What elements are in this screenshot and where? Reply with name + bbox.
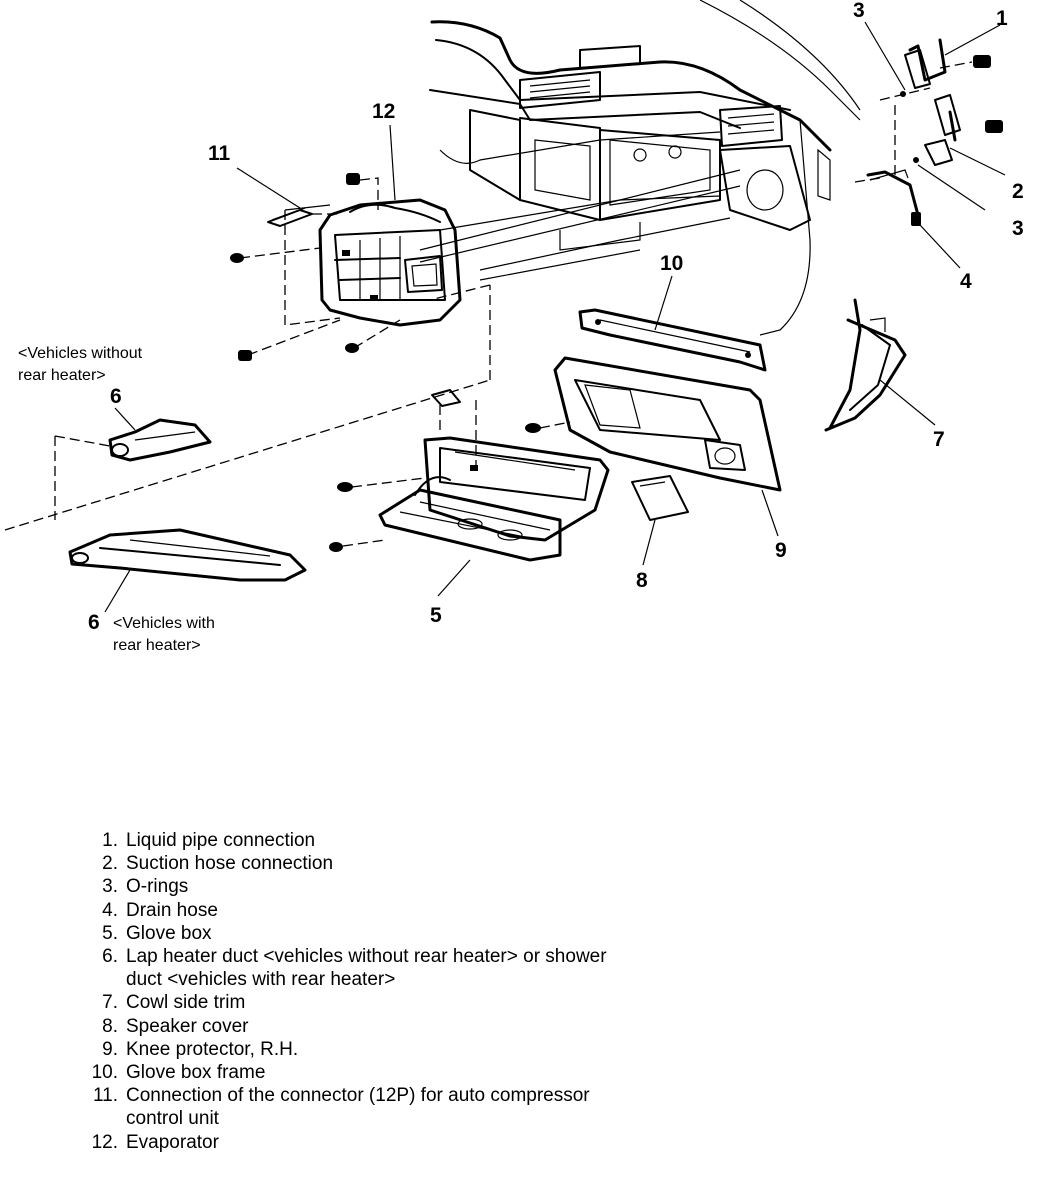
- legend-item: 3. O-rings: [78, 875, 638, 898]
- legend-item: 9. Knee protector, R.H.: [78, 1038, 638, 1061]
- glove-box: [329, 389, 610, 562]
- legend-text: Glove box frame: [126, 1062, 266, 1084]
- note-with-rear-heater-line1: <Vehicles with: [113, 615, 215, 632]
- callout-1: 1: [996, 7, 1008, 30]
- lap-heater-duct: [54, 418, 212, 520]
- callout-4: 4: [960, 270, 972, 293]
- legend-number: 3.: [102, 876, 118, 898]
- legend-item: 7. Cowl side trim: [78, 991, 638, 1014]
- legend-item: 1. Liquid pipe connection: [78, 829, 638, 852]
- knee-protector: [525, 356, 782, 492]
- legend-item: 11. Connection of the connector (12P) fo…: [78, 1084, 638, 1130]
- legend-text: Speaker cover: [126, 1015, 249, 1037]
- parts-legend: 1. Liquid pipe connection 2. Suction hos…: [78, 829, 638, 1154]
- legend-item: 8. Speaker cover: [78, 1015, 638, 1038]
- legend-number: 2.: [102, 853, 118, 875]
- legend-number: 1.: [102, 830, 118, 851]
- legend-number: 8.: [102, 1015, 118, 1037]
- leader-lines: [104, 21, 1006, 613]
- callout-5: 5: [430, 604, 442, 627]
- legend-item: 6. Lap heater duct <vehicles without rea…: [78, 945, 638, 991]
- legend-text: Suction hose connection: [126, 853, 334, 875]
- legend-number: 12.: [91, 1131, 118, 1153]
- pipe-connections: [854, 38, 1003, 226]
- connector-12p: [267, 207, 340, 227]
- legend-item: 4. Drain hose: [78, 899, 638, 922]
- legend-text: Knee protector, R.H.: [126, 1038, 299, 1060]
- callout-labels: 1 3 2 3 4 12 11 10 7 9 8 5 6 6: [88, 0, 1024, 634]
- legend-number: 6.: [102, 946, 118, 968]
- cowl-side-trim: [824, 298, 907, 432]
- legend-text: O-rings: [126, 876, 189, 898]
- legend-text: Drain hose: [126, 899, 218, 921]
- callout-10: 10: [660, 252, 683, 275]
- callout-9: 9: [775, 539, 787, 562]
- speaker-cover: [631, 475, 689, 521]
- callout-11: 11: [208, 142, 231, 165]
- legend-text: Lap heater duct <vehicles without rear h…: [126, 946, 607, 991]
- legend-number: 5.: [102, 922, 118, 944]
- callout-3-top: 3: [853, 0, 865, 22]
- legend-item: 5. Glove box: [78, 922, 638, 945]
- legend-item: 12. Evaporator: [78, 1131, 638, 1154]
- exploded-view-diagram: 1 3 2 3 4 12 11 10 7 9 8 5 6 6 <Vehicles…: [4, 0, 1024, 654]
- legend-text: Evaporator: [126, 1131, 219, 1153]
- glove-box-frame: [578, 308, 767, 372]
- legend-number: 10.: [91, 1062, 118, 1084]
- legend-text: Liquid pipe connection: [126, 830, 316, 851]
- legend-text: Connection of the connector (12P) for au…: [126, 1085, 590, 1130]
- note-without-rear-heater-line1: <Vehicles without: [18, 345, 143, 362]
- legend-item: 2. Suction hose connection: [78, 852, 638, 875]
- legend-number: 4.: [102, 899, 118, 921]
- note-with-rear-heater-line2: rear heater>: [113, 637, 201, 654]
- variant-notes: <Vehicles without rear heater> <Vehicles…: [18, 345, 215, 654]
- legend-item: 10. Glove box frame: [78, 1061, 638, 1084]
- evaporator: [318, 198, 462, 327]
- legend-text: Cowl side trim: [126, 992, 246, 1014]
- legend-text: Glove box: [126, 922, 212, 944]
- legend-number: 11.: [92, 1085, 118, 1107]
- callout-7: 7: [933, 428, 945, 451]
- legend-number: 7.: [102, 992, 118, 1014]
- callout-2: 2: [1012, 180, 1024, 203]
- guide-lines: [4, 169, 741, 531]
- shower-duct: [68, 528, 307, 582]
- evaporator-fasteners: [230, 173, 401, 361]
- legend-number: 9.: [102, 1038, 118, 1060]
- callout-6-upper: 6: [110, 385, 122, 408]
- note-without-rear-heater-line2: rear heater>: [18, 367, 106, 384]
- instrument-panel: [429, 0, 861, 336]
- callout-12: 12: [372, 100, 395, 123]
- callout-6-lower: 6: [88, 611, 100, 634]
- callout-3-bottom: 3: [1012, 217, 1024, 240]
- callout-8: 8: [636, 569, 648, 592]
